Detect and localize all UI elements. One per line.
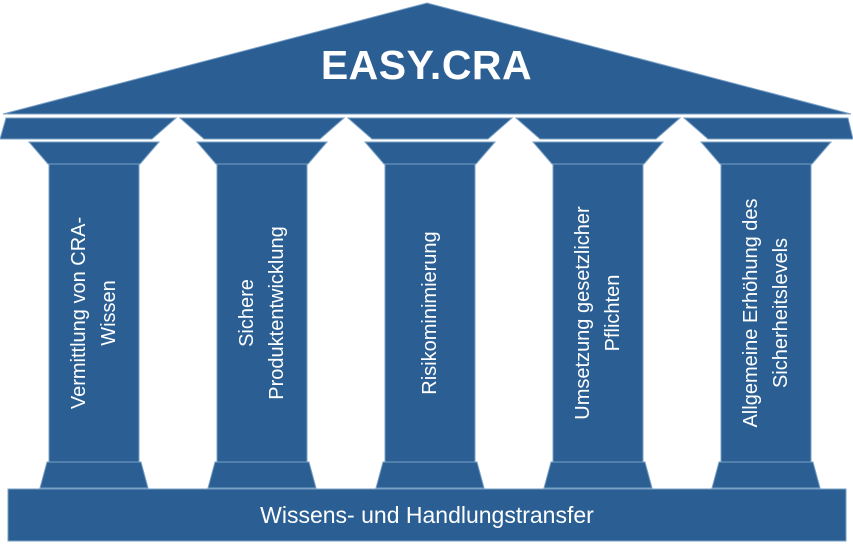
capital-1: [27, 141, 161, 165]
pediment-shape: [2, 2, 852, 115]
pillar-shaft-5: [720, 163, 812, 463]
capital-3: [363, 141, 497, 165]
pillar-foot-1: [39, 461, 149, 489]
pillar-label-4: Umsetzung gesetzlicher Pflichten: [572, 206, 624, 420]
pillar-shaft-4: [552, 163, 644, 463]
architrave-segment-3: [346, 117, 514, 140]
diagram-title: EASY.CRA: [320, 42, 533, 88]
pillar-shaft-2: [216, 163, 308, 463]
pillar-shaft-1: [48, 163, 140, 463]
pillar-shaft-3: [384, 163, 476, 463]
base-label: Wissens- und Handlungstransfer: [260, 501, 594, 528]
pillar-foot-4: [543, 461, 653, 489]
base-bar: [7, 488, 847, 542]
pillar-label-5: Allgemeine Erhöhung des Sicherheitslevel…: [740, 198, 792, 428]
pillar-label-3: Risikominimierung: [419, 231, 441, 395]
architrave-segment-4: [514, 117, 682, 140]
capital-4: [531, 141, 665, 165]
capital-5: [699, 141, 833, 165]
pillar-foot-3: [375, 461, 485, 489]
pillar-foot-5: [711, 461, 821, 489]
pillar-foot-2: [207, 461, 317, 489]
architrave-segment-1: [0, 117, 178, 140]
pillar-label-2: Sichere Produktentwicklung: [236, 226, 288, 400]
capital-2: [195, 141, 329, 165]
architrave-segment-5: [682, 117, 853, 140]
pillar-label-1: Vermittlung von CRA- Wissen: [68, 216, 120, 410]
architrave-segment-2: [178, 117, 346, 140]
